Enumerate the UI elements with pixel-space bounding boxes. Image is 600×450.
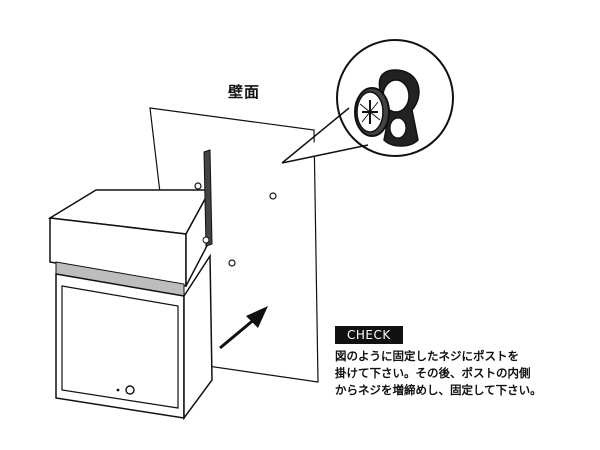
mailbox-icon — [47, 149, 213, 421]
check-note-line: 掛けて下さい。その後、ポストの内側 — [335, 366, 531, 380]
screw-keyhole-detail-icon — [281, 31, 461, 164]
wall-label: 壁面 — [227, 83, 260, 101]
mailbox-lock — [125, 385, 135, 395]
check-note: 図のように固定したネジにポストを 掛けて下さい。その後、ポストの内側 からネジを… — [335, 348, 585, 399]
arrow-up-right-icon — [219, 306, 268, 350]
wall-screw-hole — [269, 192, 277, 200]
check-badge: CHECK — [335, 326, 403, 344]
check-note-line: からネジを増締めし、固定して下さい。 — [335, 383, 542, 397]
wall-screw-hole — [228, 259, 236, 267]
check-note-line: 図のように固定したネジにポストを — [335, 349, 519, 363]
wall-screw-hole — [194, 182, 202, 190]
